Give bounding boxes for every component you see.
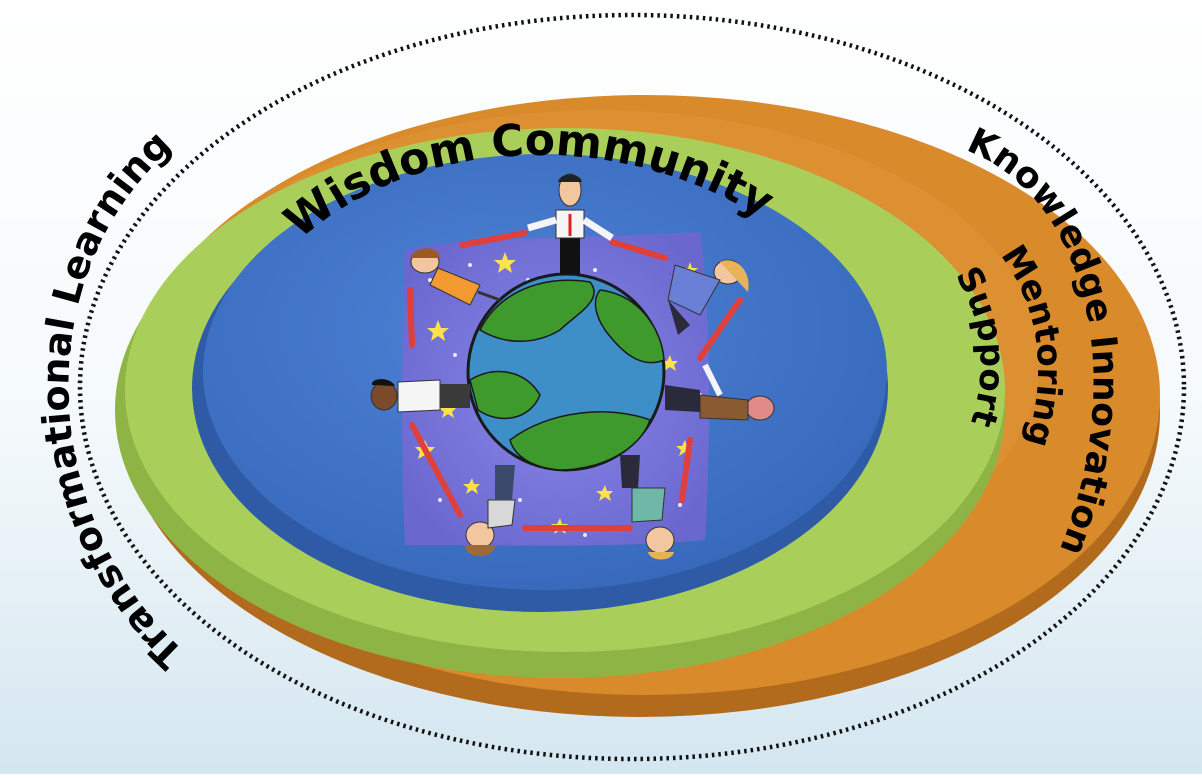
chain-links: [407, 230, 743, 531]
person-top-right: [667, 259, 749, 335]
person-bottom-left: [465, 465, 516, 557]
person-left: [370, 379, 470, 413]
earth-globe: [466, 272, 666, 472]
person-top-left: [410, 248, 501, 306]
outer-dotted-ellipse: [77, 12, 1187, 762]
person-top: [527, 173, 614, 274]
person-bottom-right: [620, 455, 675, 560]
person-right: [665, 363, 775, 421]
